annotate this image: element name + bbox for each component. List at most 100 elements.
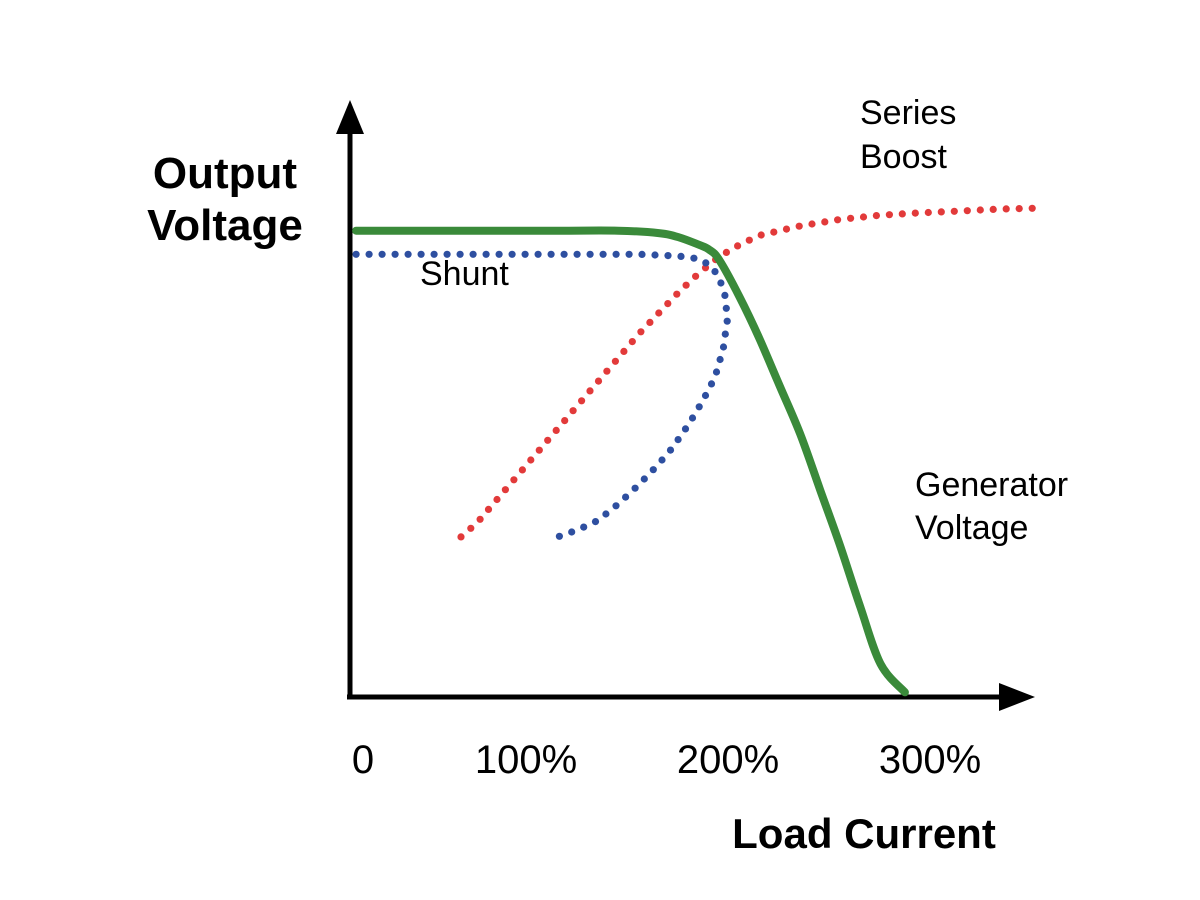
series-series-boost-dot <box>859 213 868 221</box>
series-series-boost-dot <box>692 272 700 280</box>
series-series-boost-dot <box>1015 205 1023 213</box>
series-shunt-dot <box>547 250 555 258</box>
series-shunt-dot <box>719 343 728 351</box>
series-shunt-dot <box>625 250 633 258</box>
series-shunt-dot <box>681 425 690 433</box>
series-series-boost-dot <box>552 426 560 434</box>
series-shunt-dot <box>707 380 716 388</box>
series-layer <box>352 204 1036 697</box>
series-series-boost-dot <box>578 397 586 405</box>
series-series-boost-dot <box>1028 204 1036 212</box>
series-shunt-dot <box>722 304 730 312</box>
series-shunt-dot <box>469 250 477 258</box>
generator-voltage-label-line-1: Generator <box>915 466 1068 504</box>
series-series-boost-dot <box>603 367 611 375</box>
series-series-boost-dot <box>586 387 594 395</box>
series-shunt-dot <box>651 251 659 259</box>
x-axis-arrowhead <box>999 683 1035 711</box>
series-shunt-dot <box>690 254 698 262</box>
series-series-boost-dot <box>484 505 493 513</box>
series-shunt-dot <box>688 414 697 422</box>
series-shunt-dot <box>599 250 607 258</box>
series-shunt-dot <box>378 250 386 258</box>
x-tick-label-300: 300% <box>879 738 981 782</box>
series-series-boost-dot <box>611 357 620 365</box>
series-shunt-dot <box>521 250 529 258</box>
series-series-boost-dot <box>722 248 731 256</box>
series-shunt-dot <box>391 250 399 258</box>
series-series-boost-dot <box>963 207 971 215</box>
series-shunt-dot <box>622 493 630 501</box>
series-series-boost-dot <box>501 486 509 494</box>
series-shunt-dot <box>721 330 729 338</box>
series-series-boost-dot <box>872 212 881 220</box>
y-axis-title-line-2: Voltage <box>147 201 303 250</box>
series-shunt-dot <box>591 518 600 526</box>
series-shunt-dot <box>658 456 666 464</box>
series-series-boost-dot <box>898 210 906 218</box>
series-shunt-dot <box>443 250 451 258</box>
series-series-boost-dot <box>544 436 552 444</box>
series-series-boost-dot <box>682 281 690 289</box>
series-series-boost-dot <box>637 328 645 336</box>
series-series-boost-dot <box>924 208 932 217</box>
series-shunt-dot <box>666 446 675 454</box>
series-shunt <box>352 250 731 540</box>
series-series-boost-dot <box>518 466 527 474</box>
series-series-boost-dot <box>1002 205 1010 213</box>
series-boost-label-line-2: Boost <box>860 138 947 176</box>
series-series-boost-dot <box>569 407 577 415</box>
x-tick-label-200: 200% <box>677 738 779 782</box>
series-generator-line <box>352 226 909 697</box>
series-generator <box>352 226 909 697</box>
series-series-boost-dot <box>510 476 518 484</box>
series-shunt-dot <box>555 532 564 540</box>
series-shunt-dot <box>365 250 373 258</box>
series-series-boost-dot <box>770 228 778 236</box>
series-shunt-dot <box>631 484 639 492</box>
series-series-boost-dot <box>467 524 475 532</box>
series-series-boost-dot <box>745 236 753 244</box>
series-shunt-dot <box>404 250 412 258</box>
series-shunt-dot <box>649 466 657 474</box>
series-shunt-dot <box>640 475 648 483</box>
series-series-boost-dot <box>821 218 829 226</box>
series-series-boost-dot <box>527 456 535 464</box>
series-shunt-dot <box>580 523 588 531</box>
series-series-boost-dot <box>834 216 842 224</box>
series-shunt-dot <box>711 268 719 276</box>
series-series-boost-dot <box>628 338 636 346</box>
series-series-boost-dot <box>655 309 663 317</box>
series-series-boost-dot <box>911 209 919 217</box>
series-series-boost-dot <box>782 225 791 233</box>
series-shunt-dot <box>586 250 594 258</box>
series-shunt-dot <box>664 252 672 260</box>
series-series-boost <box>457 204 1036 541</box>
x-tick-label-0: 0 <box>352 738 374 782</box>
series-shunt-dot <box>417 250 425 258</box>
generator-voltage-label-line-2: Voltage <box>915 509 1028 547</box>
series-shunt-dot <box>716 355 724 364</box>
series-shunt-dot <box>602 510 610 518</box>
series-shunt-dot <box>717 279 725 287</box>
series-shunt-dot <box>508 250 516 258</box>
series-shunt-dot <box>534 250 542 258</box>
series-series-boost-dot <box>535 446 543 454</box>
series-shunt-dot <box>568 528 576 536</box>
series-series-boost-dot <box>989 205 997 213</box>
series-series-boost-dot <box>976 206 984 214</box>
axes <box>336 100 1035 711</box>
series-series-boost-dot <box>885 211 894 219</box>
series-shunt-dot <box>695 403 703 411</box>
series-series-boost-dot <box>664 300 672 308</box>
x-axis-title: Load Current <box>732 810 996 857</box>
series-series-boost-dot <box>847 214 855 222</box>
series-series-boost-dot <box>493 495 501 504</box>
series-series-boost-dot <box>937 208 945 216</box>
series-series-boost-dot <box>734 242 742 250</box>
series-shunt-dot <box>677 252 685 260</box>
series-series-boost-dot <box>795 222 803 230</box>
series-shunt-dot <box>674 436 682 444</box>
series-shunt-dot <box>712 368 721 376</box>
